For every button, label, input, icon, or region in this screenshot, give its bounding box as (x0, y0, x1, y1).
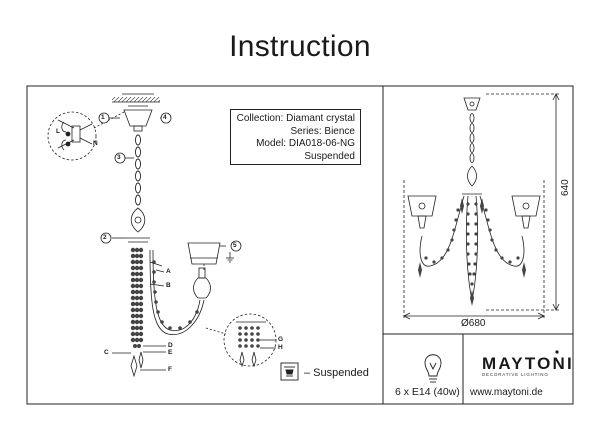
website-link[interactable]: www.maytoni.de (470, 387, 543, 398)
wire-label-n: N (93, 140, 98, 147)
crystal-detail (205, 313, 277, 368)
step-3-marker (114, 152, 126, 164)
brand-logo-dot (555, 350, 559, 354)
chandelier-elevation (403, 93, 560, 320)
collection-text: Collection: Diamant crystal (236, 113, 355, 124)
part-label-g: G (278, 336, 284, 343)
step-2-marker (100, 232, 112, 244)
model-text: Model: DIA018-06-NG (256, 138, 355, 149)
part-label-c: C (104, 349, 109, 356)
step-markers (98, 112, 242, 252)
part-label-h: H (278, 344, 283, 351)
wire-label-l: L (56, 128, 60, 135)
step-2-number: 2 (103, 234, 107, 241)
part-label-d: D (168, 342, 173, 349)
elevation-crystals (418, 198, 526, 306)
brand-logo: MAYTONI (482, 354, 574, 373)
assembly-drawing (93, 97, 234, 378)
part-label-e: E (168, 349, 173, 356)
height-dimension: 640 (560, 179, 571, 196)
product-info-box: Collection: Diamant crystal Series: Bien… (230, 109, 361, 165)
outer-frame (26, 85, 574, 405)
suspended-icon (280, 362, 299, 381)
step-5-marker (230, 240, 242, 252)
bulb-icon (424, 354, 442, 383)
type-text: Suspended (304, 150, 355, 162)
step-4-number: 4 (163, 114, 167, 121)
page-title: Instruction (229, 30, 371, 63)
width-dimension: Ø680 (461, 318, 486, 329)
part-label-a: A (166, 268, 171, 275)
brand-tagline: DECORATIVE LIGHTING (482, 372, 549, 377)
step-3-number: 3 (117, 154, 121, 161)
suspended-legend-label: – Suspended (304, 367, 369, 379)
step-5-number: 5 (233, 242, 237, 249)
series-text: Series: Bience (290, 125, 355, 137)
step-1-marker (98, 112, 110, 124)
wiring-detail (47, 111, 97, 161)
part-label-f: F (168, 366, 172, 373)
step-4-marker (160, 112, 172, 124)
bulb-spec: 6 x E14 (40w) (395, 386, 460, 398)
step-1-number: 1 (101, 114, 105, 121)
part-label-b: B (166, 282, 171, 289)
